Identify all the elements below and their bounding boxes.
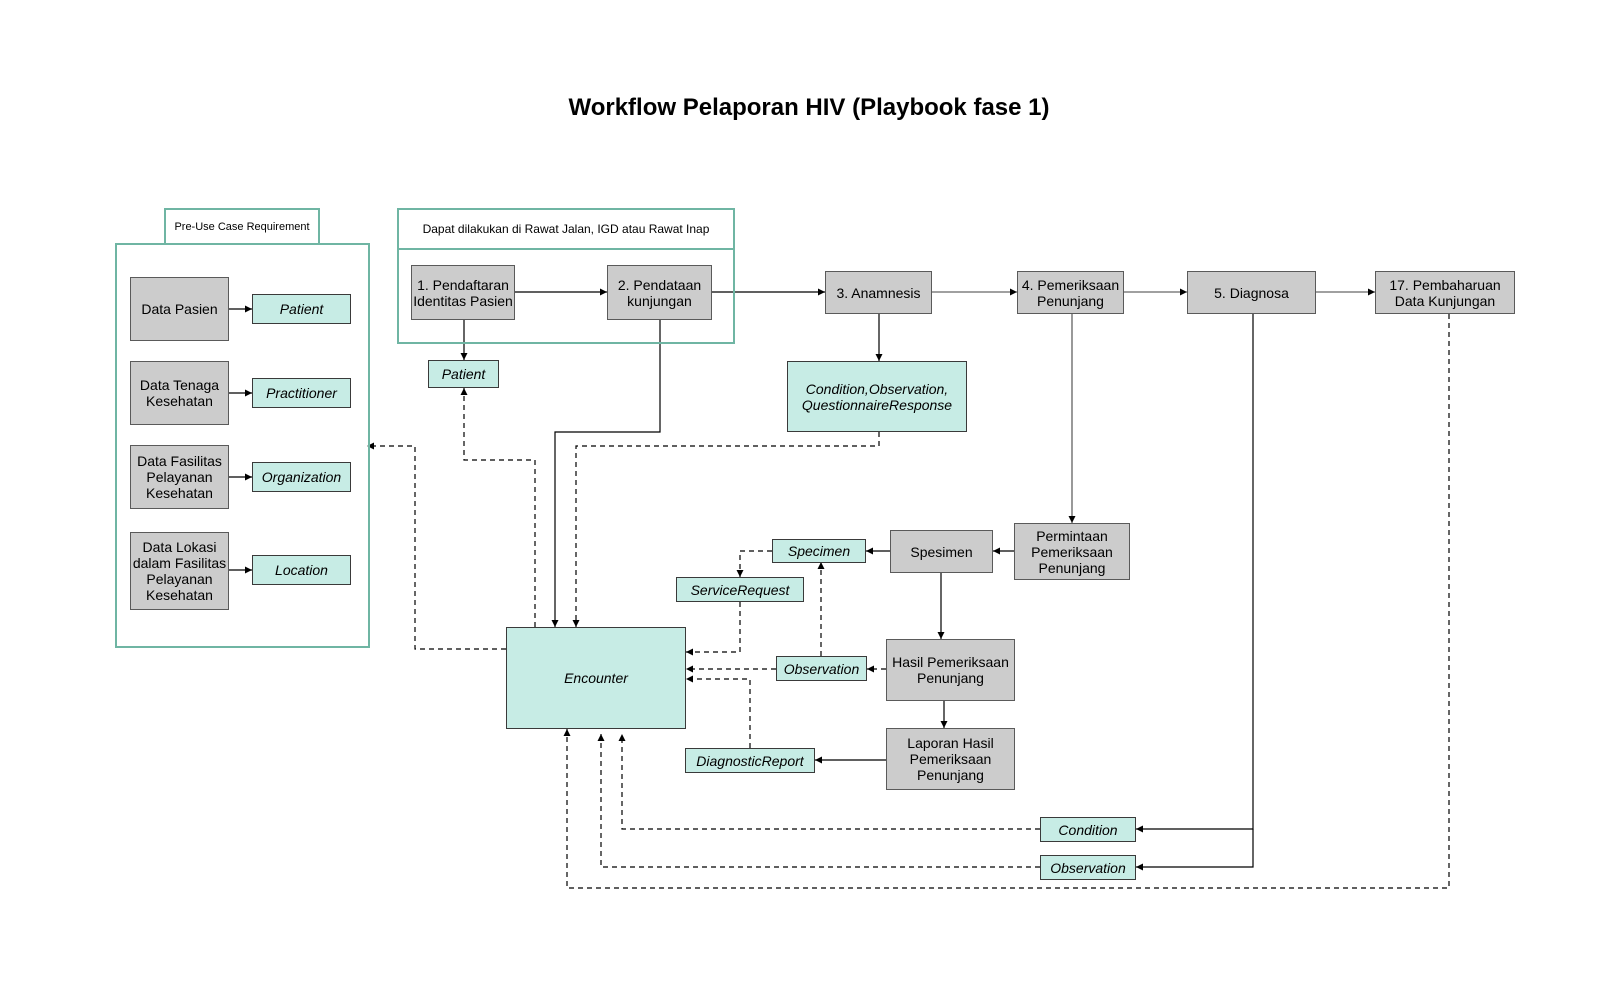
prereq-patient-resource: Patient	[252, 294, 351, 324]
data-tenaga-box: Data Tenaga Kesehatan	[130, 361, 229, 425]
step1-box: 1. Pendaftaran Identitas Pasien	[411, 265, 515, 320]
observation-lab-resource: Observation	[776, 656, 867, 681]
observation-dx-resource: Observation	[1040, 855, 1136, 880]
patient-resource: Patient	[428, 360, 499, 388]
permintaan-box: Permintaan Pemeriksaan Penunjang	[1014, 523, 1130, 580]
step17-box: 17. Pembaharuan Data Kunjungan	[1375, 271, 1515, 314]
step4-box: 4. Pemeriksaan Penunjang	[1017, 271, 1124, 314]
step5-box: 5. Diagnosa	[1187, 271, 1316, 314]
hasil-box: Hasil Pemeriksaan Penunjang	[886, 639, 1015, 701]
arrow-step2-encounter	[551, 320, 661, 627]
anamnesis-resources: Condition,Observation, QuestionnaireResp…	[787, 361, 967, 432]
laporan-box: Laporan Hasil Pemeriksaan Penunjang	[886, 728, 1015, 790]
encounter-resource: Encounter	[506, 627, 686, 729]
prereq-organization-resource: Organization	[252, 462, 351, 492]
data-lokasi-box: Data Lokasi dalam Fasilitas Pelayanan Ke…	[130, 532, 229, 610]
dashed-diagnosticreport-encounter	[686, 675, 751, 748]
data-pasien-box: Data Pasien	[130, 277, 229, 341]
dashed-servicerequest-encounter	[686, 602, 741, 656]
care-setting-label: Dapat dilakukan di Rawat Jalan, IGD atau…	[397, 208, 735, 250]
dashed-encounter-prereq	[367, 442, 506, 650]
dashed-anamnesis-encounter	[572, 432, 880, 627]
arrow-step5-condition	[1136, 314, 1254, 833]
arrow-step5-observation	[1136, 829, 1254, 871]
prereq-practitioner-resource: Practitioner	[252, 378, 351, 408]
diagnosticreport-resource: DiagnosticReport	[685, 748, 815, 773]
dashed-specimen-servicerequest	[736, 550, 772, 577]
spesimen-box: Spesimen	[890, 530, 993, 573]
specimen-resource: Specimen	[772, 539, 866, 563]
condition-resource: Condition	[1040, 817, 1136, 842]
step2-box: 2. Pendataan kunjungan	[607, 265, 712, 320]
dashed-condition-encounter	[618, 734, 1040, 830]
data-fasilitas-box: Data Fasilitas Pelayanan Kesehatan	[130, 445, 229, 509]
prereq-location-resource: Location	[252, 555, 351, 585]
diagram-title: Workflow Pelaporan HIV (Playbook fase 1)	[568, 94, 1050, 121]
dashed-observation-dx-encounter	[597, 734, 1040, 868]
step3-box: 3. Anamnesis	[825, 271, 932, 314]
servicerequest-resource: ServiceRequest	[676, 577, 804, 602]
dashed-encounter-patient	[460, 388, 536, 627]
pre-use-case-label: Pre-Use Case Requirement	[164, 208, 320, 245]
